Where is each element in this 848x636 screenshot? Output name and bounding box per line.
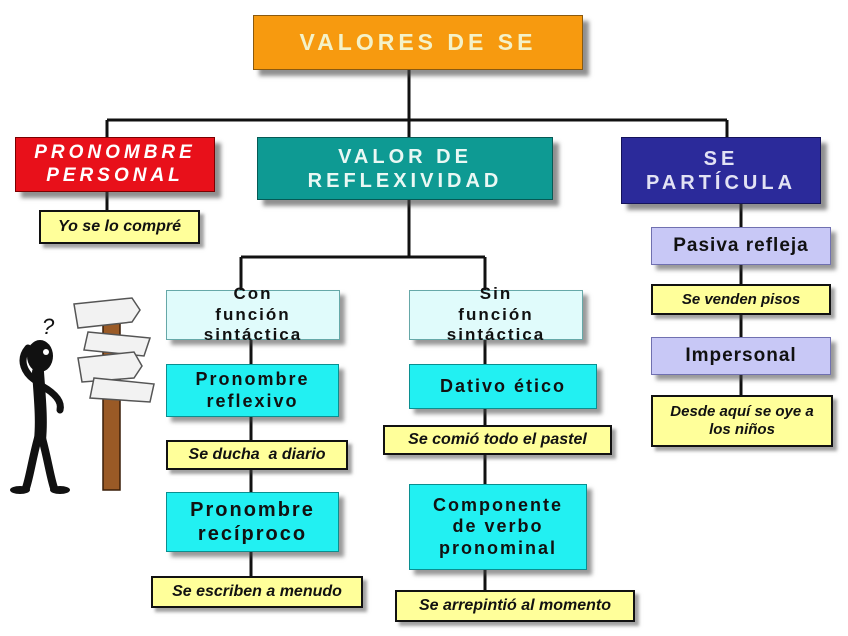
confused-figure-illustration: ? [10,297,155,494]
example-pronombre-personal: Yo se lo compré [39,210,200,244]
example-pasiva-refleja: Se venden pisos [651,284,831,315]
pronombre-reciproco-box: Pronombre recíproco [166,492,339,552]
valor-reflexividad-box: VALOR DE REFLEXIVIDAD [257,137,553,200]
example-pronombre-reflexivo: Se ducha a diario [166,440,348,470]
example-dativo-etico: Se comió todo el pastel [383,425,612,455]
se-particula-box: SE PARTÍCULA [621,137,821,204]
title-box: VALORES DE SE [253,15,583,70]
sin-funcion-sintactica-box: Sin función sintáctica [409,284,583,344]
con-funcion-sintactica-box: Con función sintáctica [166,284,340,344]
signpost-icon [73,297,155,491]
pronombre-personal-box: PRONOMBRE PERSONAL [15,137,215,192]
example-componente-verbo-pronominal: Se arrepintió al momento [395,590,635,622]
confused-stick-figure-icon: ? [10,314,70,494]
impersonal-box: Impersonal [651,337,831,375]
componente-verbo-pronominal-box: Componente de verbo pronominal [409,484,587,570]
question-mark: ? [42,314,55,339]
pronombre-reflexivo-box: Pronombre reflexivo [166,364,339,417]
example-impersonal: Desde aquí se oye a los niños [651,395,833,447]
example-pronombre-reciproco: Se escriben a menudo [151,576,363,608]
pasiva-refleja-box: Pasiva refleja [651,227,831,265]
dativo-etico-box: Dativo ético [409,364,597,409]
